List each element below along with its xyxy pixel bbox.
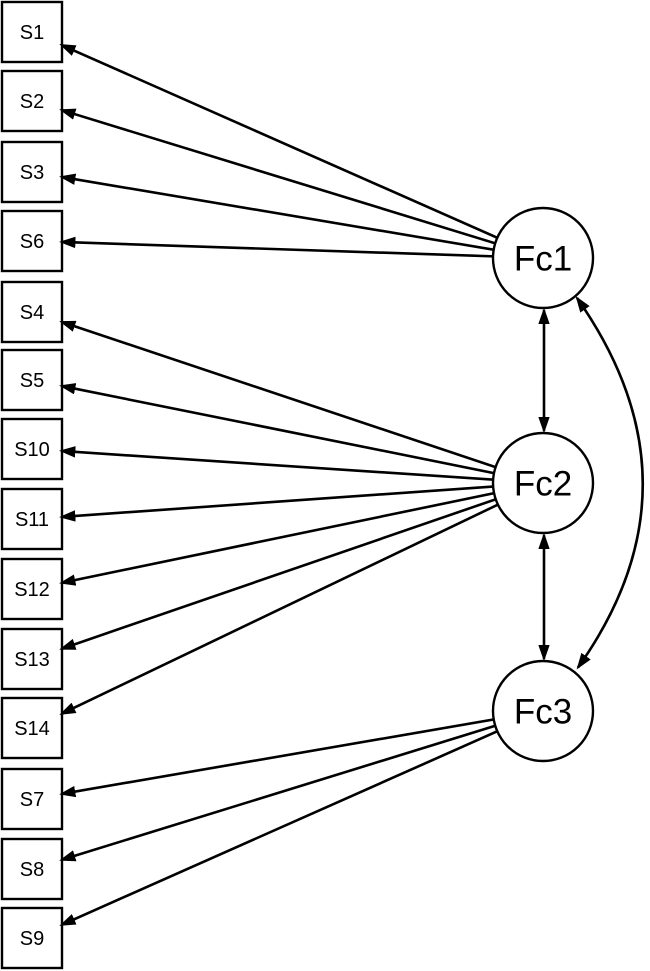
observed-box-S2 <box>0 69 64 133</box>
loading-arrow-Fc3-S7 <box>59 709 544 798</box>
observed-label-S12: S12 <box>14 579 50 601</box>
factor-label-Fc3: Fc3 <box>514 693 572 732</box>
observed-label-S10: S10 <box>14 439 50 461</box>
observed-box-S7 <box>0 767 64 831</box>
loading-arrow-Fc2-S11 <box>59 481 544 522</box>
observed-label-S1: S1 <box>20 22 44 44</box>
observed-box-S8 <box>0 837 64 901</box>
factor-label-Fc2: Fc2 <box>514 465 572 504</box>
observed-box-S1 <box>0 0 64 64</box>
factor-circle-Fc1 <box>491 206 595 310</box>
observed-label-S3: S3 <box>20 162 44 184</box>
loading-arrow-Fc3-S8 <box>59 709 544 862</box>
loading-arrow-Fc1-S3 <box>59 173 544 260</box>
covariance-arc-Fc1-Fc3 <box>575 295 644 670</box>
observed-label-S8: S8 <box>20 859 44 881</box>
loading-arrow-Fc2-S5 <box>59 383 544 485</box>
arrows-layer <box>59 43 644 927</box>
observed-label-S2: S2 <box>20 91 44 113</box>
factor-circle-Fc2 <box>491 431 595 535</box>
observed-box-S14 <box>0 696 64 760</box>
observed-label-S11: S11 <box>15 509 49 531</box>
loading-arrow-Fc1-S6 <box>59 236 544 260</box>
observed-label-S9: S9 <box>20 928 44 950</box>
loading-arrow-Fc1-S1 <box>59 43 544 260</box>
observed-label-S13: S13 <box>14 649 50 671</box>
loading-arrow-Fc2-S12 <box>59 481 544 586</box>
observed-box-S3 <box>0 140 64 204</box>
observed-box-S10 <box>0 417 64 481</box>
observed-box-S5 <box>0 348 64 412</box>
loading-arrow-Fc2-S10 <box>59 446 544 485</box>
observed-label-S5: S5 <box>20 370 44 392</box>
observed-box-S12 <box>0 557 64 621</box>
loading-arrow-Fc1-S2 <box>59 108 544 260</box>
loading-arrow-Fc3-S9 <box>59 709 544 927</box>
observed-label-S14: S14 <box>14 718 50 740</box>
loading-arrow-Fc2-S4 <box>59 320 544 485</box>
loading-arrow-Fc2-S13 <box>59 481 544 651</box>
factor-circle-Fc3 <box>491 659 595 763</box>
observed-box-S4 <box>0 280 64 344</box>
observed-box-S9 <box>0 906 64 970</box>
observed-label-S7: S7 <box>20 789 44 811</box>
observed-box-S13 <box>0 627 64 691</box>
observed-label-S6: S6 <box>20 231 44 253</box>
loading-arrow-Fc2-S14 <box>59 481 544 716</box>
factor-label-Fc1: Fc1 <box>514 240 572 279</box>
observed-label-S4: S4 <box>20 302 44 324</box>
observed-box-S11 <box>0 487 64 551</box>
